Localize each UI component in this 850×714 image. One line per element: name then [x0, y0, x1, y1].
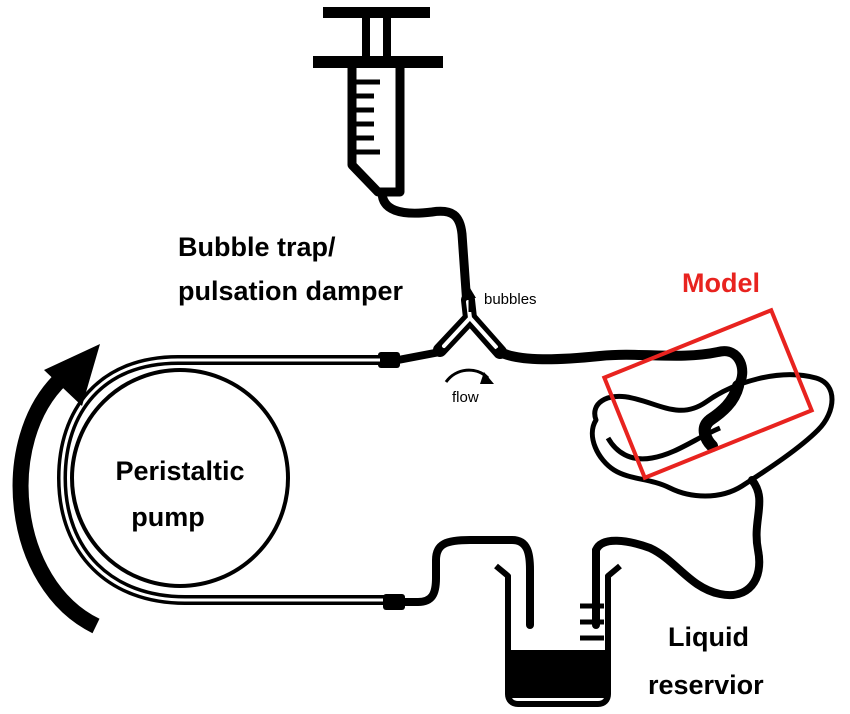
liquid-reservoir-beaker — [494, 563, 622, 707]
syringe-plunger-top — [323, 7, 430, 18]
model-vessel — [698, 380, 744, 452]
tube-trap-to-pump-top — [394, 348, 444, 364]
syringe-barrel — [347, 68, 405, 197]
syringe-plunger-rod-right — [383, 14, 391, 66]
reservoir-liquid — [508, 650, 608, 698]
rotation-arrow-arc — [12, 372, 100, 634]
label-bubble-trap-line2: pulsation damper — [178, 276, 404, 306]
label-model: Model — [682, 268, 760, 298]
syringe — [313, 7, 443, 197]
flow-arrowhead-icon — [480, 372, 494, 384]
model-highlight-box — [601, 307, 815, 481]
tube-model-to-reservoir — [592, 476, 764, 629]
label-flow: flow — [452, 389, 479, 406]
rotation-direction-arrow — [12, 344, 100, 634]
label-reservoir-line1: Liquid — [668, 622, 749, 652]
syringe-flange — [313, 56, 443, 68]
bubbles-direction-arrow — [464, 288, 476, 312]
label-pump-line2: pump — [131, 502, 205, 532]
connector-bottom — [383, 594, 405, 610]
model-organ-outline — [589, 372, 835, 499]
tube-syringe-to-trap — [377, 187, 473, 325]
connector-top — [378, 352, 400, 368]
bubbles-arrowhead-icon — [464, 288, 476, 298]
syringe-graduations — [356, 79, 380, 155]
anatomical-model — [589, 307, 835, 499]
syringe-plunger-rod-left — [362, 14, 370, 66]
pump-tube-loop-inner — [60, 358, 385, 602]
tube-trap-to-model — [495, 346, 748, 391]
label-pump-line1: Peristaltic — [115, 456, 244, 486]
rotation-arrowhead-icon — [44, 344, 100, 406]
flow-direction-arrow — [444, 368, 494, 384]
label-bubbles: bubbles — [484, 291, 537, 308]
label-bubble-trap-line1: Bubble trap/ — [178, 232, 336, 262]
label-reservoir-line2: reservior — [648, 670, 764, 700]
beaker-outline — [494, 563, 622, 707]
tube-pump-bottom-to-reservoir — [401, 536, 534, 629]
peristaltic-pump — [70, 368, 290, 588]
